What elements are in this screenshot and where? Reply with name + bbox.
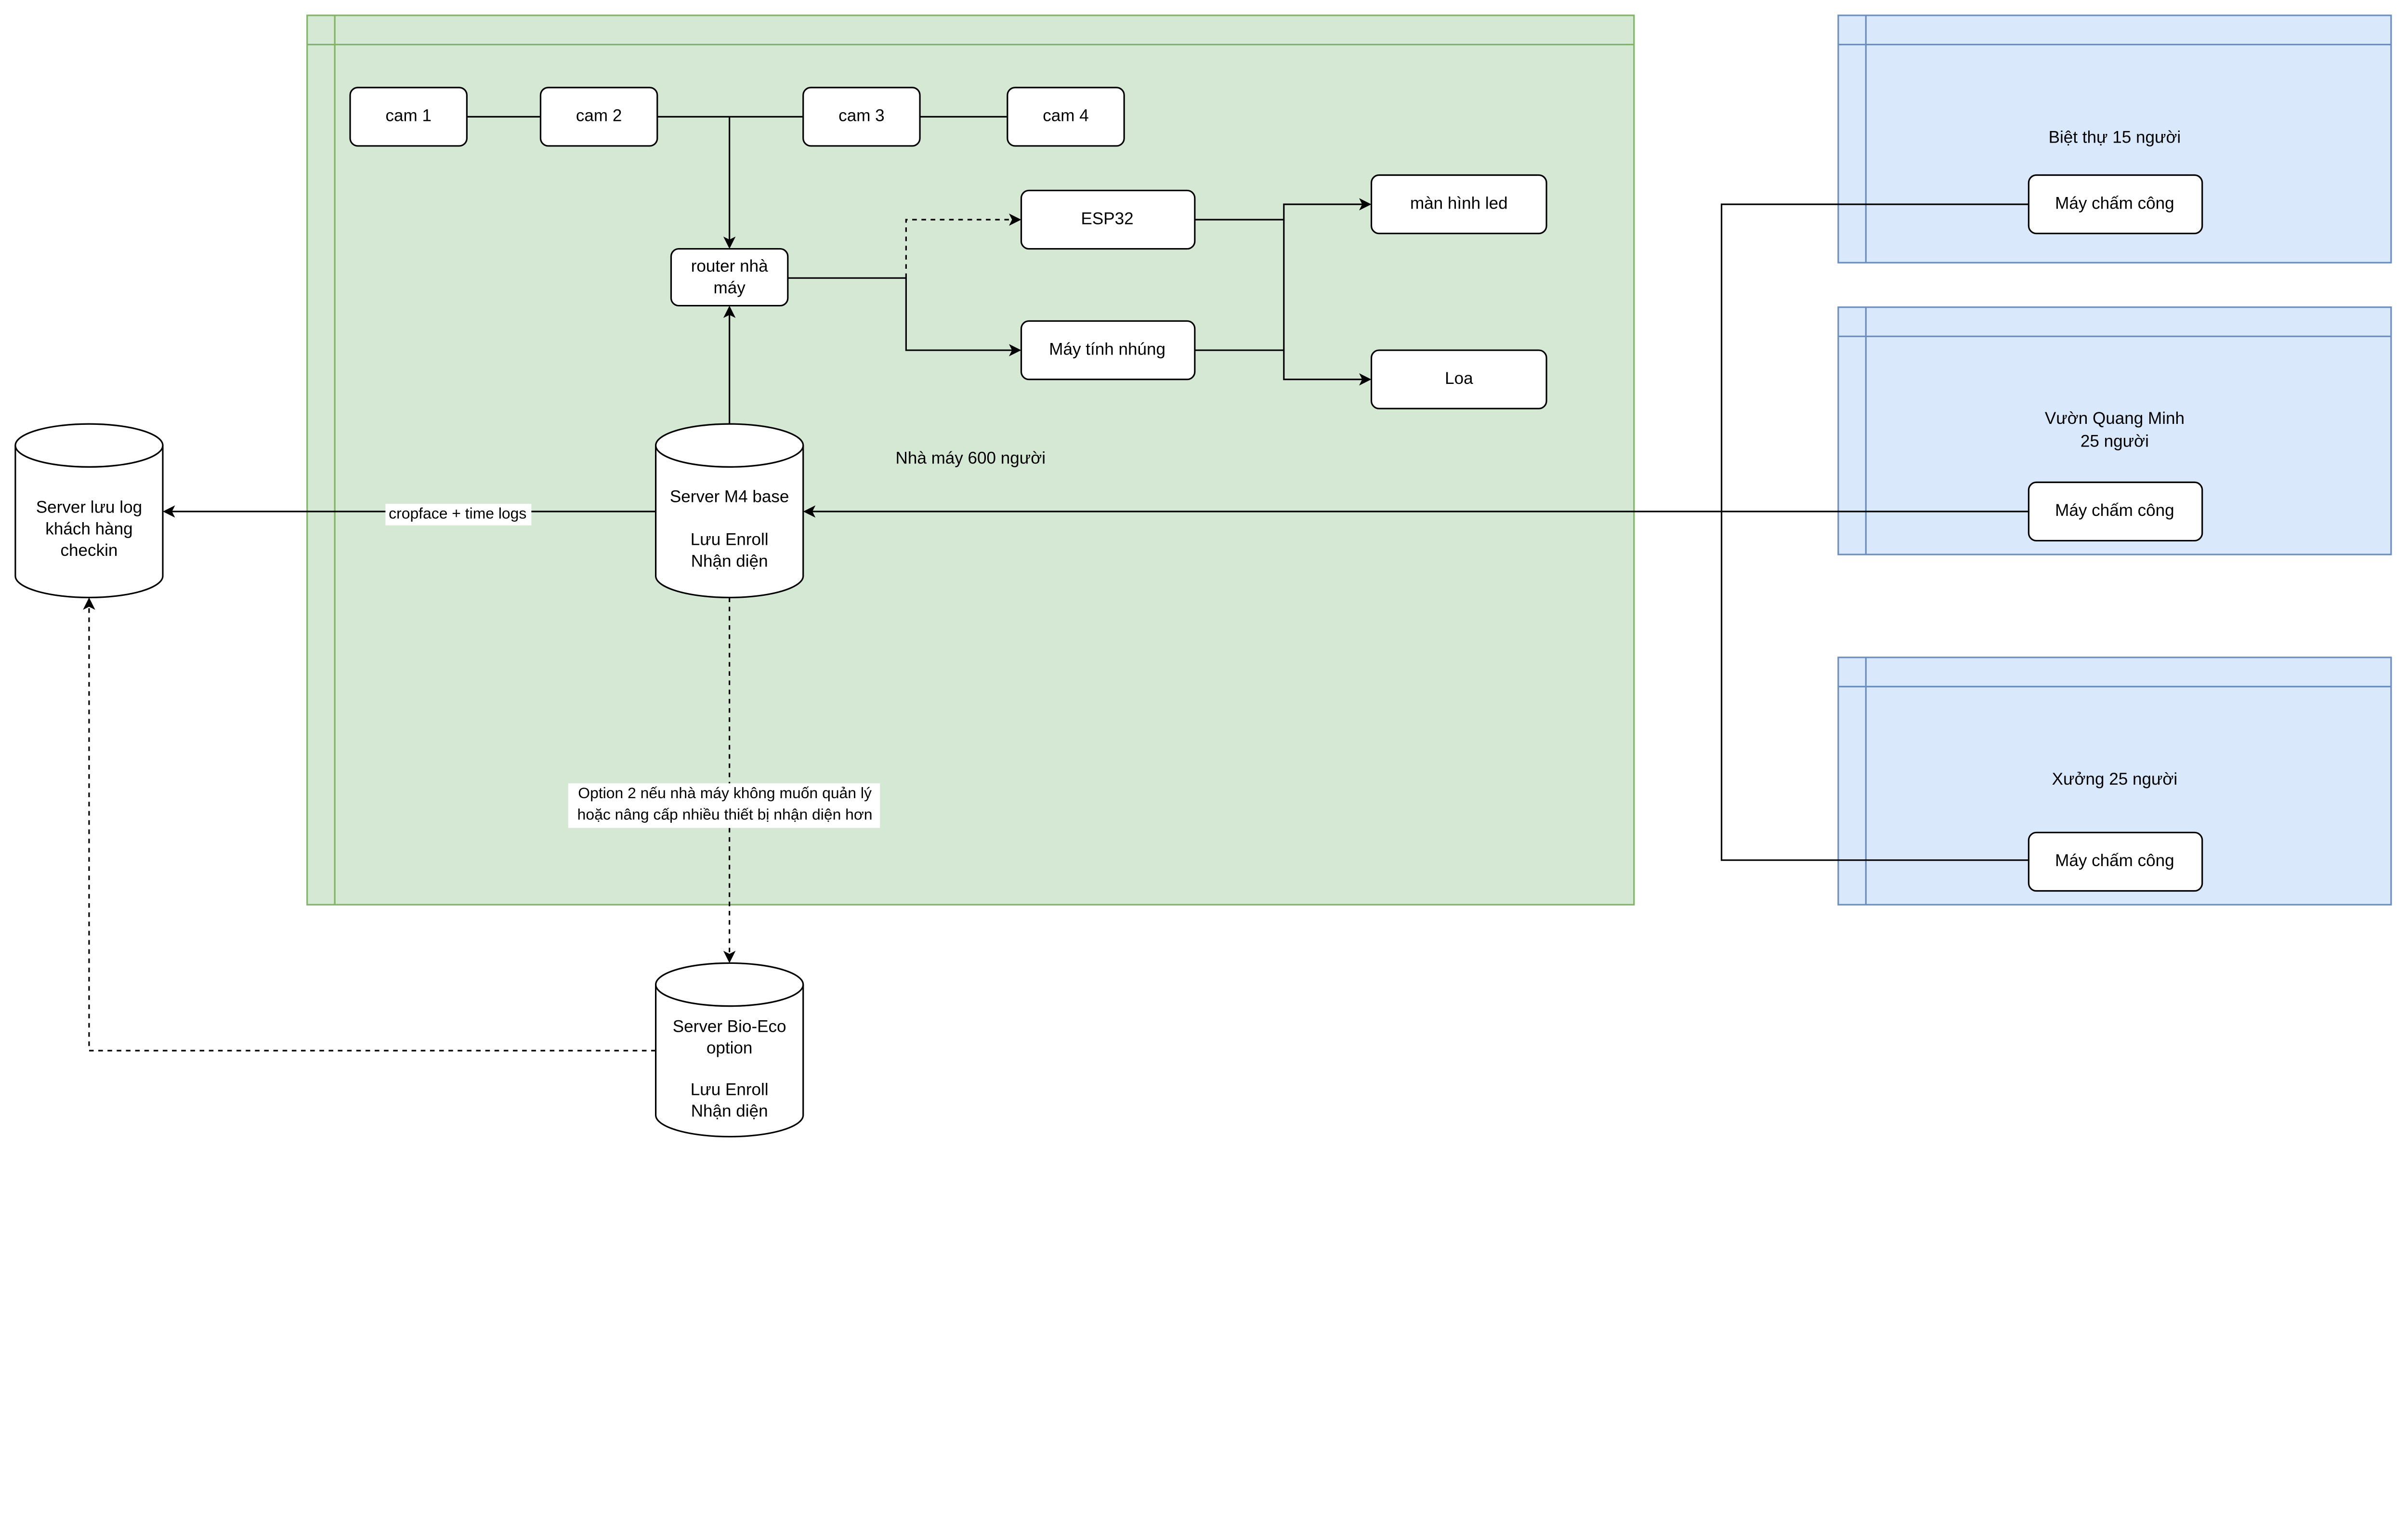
node-esp32[interactable]: ESP32 [1020, 189, 1196, 250]
edge-label-text: hoặc nâng cấp nhiều thiết bị nhận diện h… [577, 806, 873, 823]
node-speaker[interactable]: Loa [1370, 349, 1547, 409]
node-label: Nhận diện [691, 1102, 768, 1120]
node-attendance-workshop[interactable]: Máy chấm công [2028, 831, 2203, 892]
node-cam-2[interactable]: cam 2 [539, 87, 658, 147]
site-label: Biệt thự 15 người [2049, 128, 2181, 146]
node-label: cam 1 [385, 106, 431, 125]
node-label: Loa [1445, 369, 1473, 388]
node-router[interactable]: router nhà máy [670, 248, 789, 307]
node-label: option [707, 1039, 753, 1057]
node-label: Lưu Enroll [691, 1080, 769, 1099]
node-label: khách hàng [45, 519, 132, 538]
edge-sites-bus [1721, 203, 2029, 861]
edge-bioeco-log [83, 597, 656, 1052]
node-led-screen[interactable]: màn hình led [1370, 174, 1547, 235]
node-label: cam 3 [838, 106, 884, 125]
edge-label-text: Option 2 nếu nhà máy không muốn quản lý [578, 784, 872, 802]
node-cam-1[interactable]: cam 1 [349, 87, 468, 147]
node-label: Máy chấm công [2055, 851, 2174, 870]
node-label: router nhà [691, 257, 768, 276]
node-label: Máy tính nhúng [1049, 340, 1165, 358]
factory-label: Nhà máy 600 người [896, 449, 1046, 468]
node-label: Server Bio-Eco [673, 1017, 786, 1036]
node-label: Nhận diện [691, 552, 768, 570]
factory-container[interactable]: Nhà máy 600 người [306, 14, 1635, 906]
site-container-villa[interactable]: Biệt thự 15 người [1837, 14, 2392, 263]
edge-label-cropface: cropface + time logs [385, 503, 532, 526]
edge-esp32-led [1194, 198, 1372, 221]
edge-label-text: cropface + time logs [389, 505, 526, 522]
site-label: 25 người [2081, 432, 2149, 451]
node-server-log[interactable]: Server lưu log khách hàng checkin [14, 423, 164, 598]
node-cam-4[interactable]: cam 4 [1007, 87, 1125, 147]
node-label: máy [714, 278, 746, 297]
node-label: Máy chấm công [2055, 194, 2174, 212]
node-attendance-garden[interactable]: Máy chấm công [2028, 481, 2203, 542]
node-label: Lưu Enroll [691, 530, 769, 549]
edge-router-esp32 [905, 213, 1021, 278]
site-label: Vườn Quang Minh [2045, 409, 2185, 428]
node-label: cam 2 [576, 106, 622, 125]
edge-label-option2: Option 2 nếu nhà máy không muốn quản lý … [568, 783, 880, 828]
node-label: cam 4 [1043, 106, 1088, 125]
node-label: checkin [61, 541, 118, 560]
node-label: Server M4 base [670, 487, 789, 506]
node-server-bioeco[interactable]: Server Bio-Eco option Lưu Enroll Nhận di… [655, 962, 804, 1138]
edge-router-embedded-pc [787, 277, 1021, 356]
node-embedded-pc[interactable]: Máy tính nhúng [1020, 320, 1196, 381]
node-server-m4[interactable]: Server M4 base Lưu Enroll Nhận diện [655, 423, 804, 598]
node-label: Máy chấm công [2055, 501, 2174, 520]
edge-to-speaker [1283, 219, 1372, 386]
node-cam-3[interactable]: cam 3 [802, 87, 921, 147]
node-label: ESP32 [1081, 209, 1134, 228]
node-label: màn hình led [1410, 194, 1508, 212]
diagram-canvas: Nhà máy 600 người Biệt thự 15 người Vườn… [14, 14, 2392, 1138]
site-label: Xưởng 25 người [2052, 770, 2178, 789]
node-attendance-villa[interactable]: Máy chấm công [2028, 174, 2203, 235]
node-label: Server lưu log [36, 498, 142, 517]
